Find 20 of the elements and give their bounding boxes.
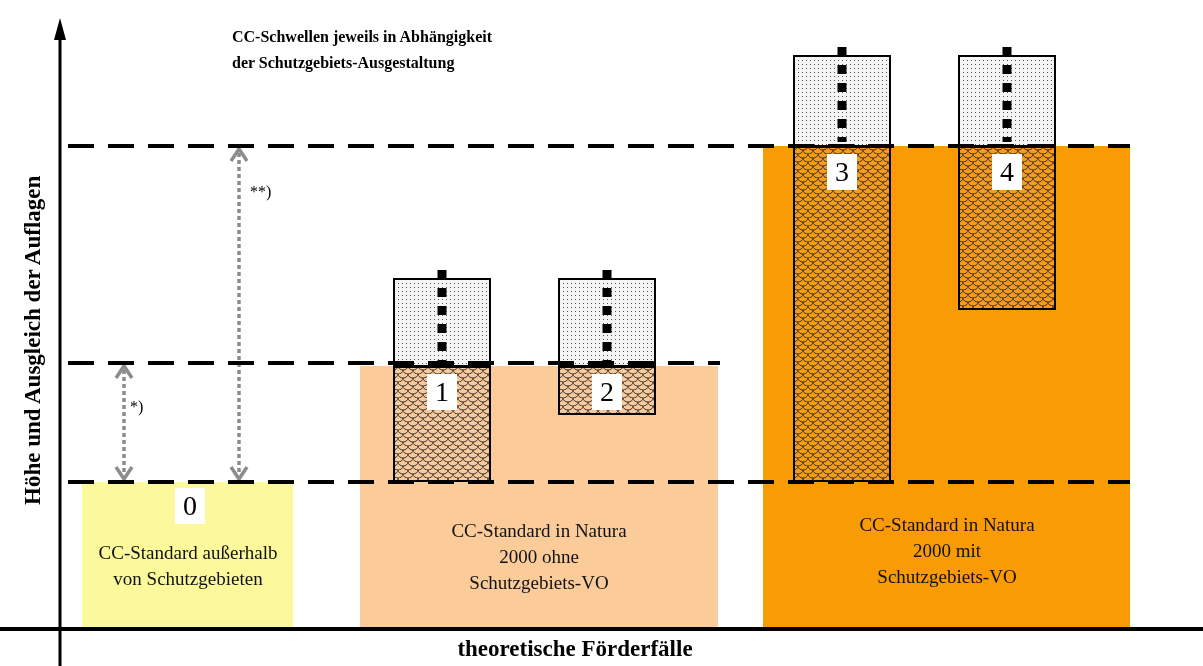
number-label: 4	[992, 154, 1022, 190]
footnote-mark: **)	[250, 183, 273, 201]
number-label: 1	[427, 374, 457, 410]
footnote-mark: *)	[130, 398, 145, 416]
hatched-bar	[558, 366, 656, 415]
area-block	[360, 366, 718, 628]
hatched-bar	[393, 366, 491, 482]
hatched-bar	[793, 146, 891, 482]
hatched-bar	[958, 146, 1056, 310]
block-label: CC-Standard in Natura 2000 mit Schutzgebiets-VO	[858, 513, 1036, 589]
block-label: CC-Standard außerhalb von Schutzgebieten	[98, 541, 278, 591]
block-label: CC-Standard in Natura 2000 ohne Schutzgebiets-VO	[450, 519, 628, 595]
number-label: 0	[175, 488, 205, 524]
area-block	[82, 482, 293, 628]
annotation-text: CC-Schwellen jeweils in Abhängigkeit der Schutzgebiets-Ausgestaltung	[232, 27, 493, 74]
number-label: 2	[592, 374, 622, 410]
axis-title: Höhe und Ausgleich der Auflagen	[20, 174, 46, 507]
axis-title: theoretische Förderfälle	[456, 636, 694, 662]
number-label: 3	[827, 154, 857, 190]
area-block	[763, 146, 1130, 628]
